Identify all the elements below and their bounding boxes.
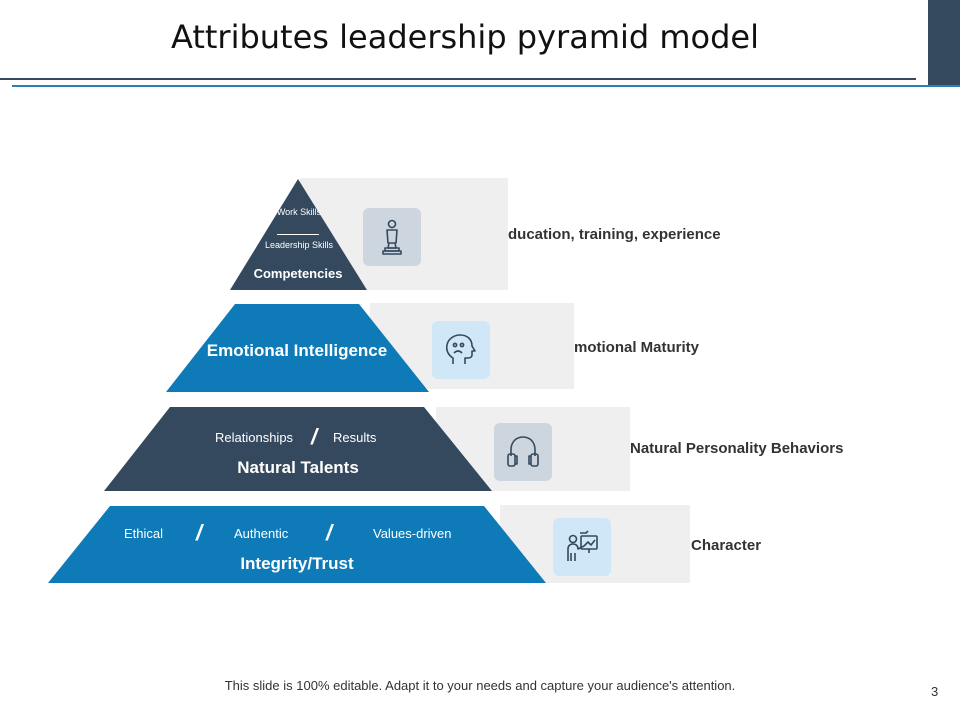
tier-1-sub-bottom: Leadership Skills <box>264 240 334 250</box>
tier-3-title: Natural Talents <box>237 458 359 477</box>
tier-3-separator: / <box>311 424 318 449</box>
page-number: 3 <box>931 684 939 699</box>
tier-3-description: Natural Personality Behaviors <box>630 440 844 457</box>
tier-4-separator-2: / <box>326 520 333 545</box>
tier-1-title: Competencies <box>253 266 343 281</box>
tier-1-description: ducation, training, experience <box>508 226 721 243</box>
tier-3-shape <box>104 407 492 491</box>
tier-2-title: Emotional Intelligence <box>206 341 388 360</box>
slide-title: Attributes leadership pyramid model <box>170 18 759 56</box>
header-rule-blue <box>12 85 960 87</box>
tier-1-divider <box>277 234 319 235</box>
tier-4-sub-3: Values-driven <box>373 526 452 541</box>
footer-note: This slide is 100% editable. Adapt it to… <box>224 678 736 693</box>
presenter-icon <box>553 518 611 576</box>
tier-4-description: Character <box>691 537 762 554</box>
headphones-icon <box>494 423 552 481</box>
corner-accent-block <box>928 0 960 87</box>
tier-3-sub-1: Relationships <box>215 430 294 445</box>
tier-4-sub-1: Ethical <box>124 526 164 541</box>
tier-4-shape <box>48 506 546 583</box>
header-rule-dark <box>0 78 916 80</box>
tier-2-description: motional Maturity <box>574 339 700 356</box>
tier-4-sub-2: Authentic <box>234 526 289 541</box>
tier-4-title: Integrity/Trust <box>240 554 354 573</box>
tier-3-sub-2: Results <box>333 430 377 445</box>
tier-1-sub-top: Work Skills <box>276 207 322 217</box>
tier-4-separator-1: / <box>196 520 203 545</box>
tier-2-shape <box>166 304 429 392</box>
statue-icon <box>363 208 421 266</box>
emotional-head-icon <box>432 321 490 379</box>
